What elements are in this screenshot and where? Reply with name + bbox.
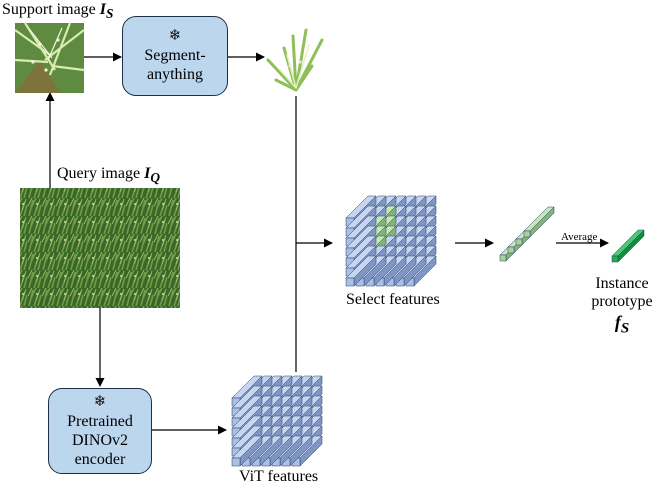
support-image-label-text: Support image	[2, 1, 100, 18]
select-features-label: Select features	[346, 291, 440, 308]
selected-feature-vectors	[499, 206, 555, 262]
instance-prototype-line2: prototype	[591, 293, 653, 310]
feature-cell	[345, 255, 377, 287]
segment-anything-line1: Segment-	[144, 47, 206, 64]
dinov2-encoder-box: ❄ Pretrained DINOv2 encoder	[48, 388, 152, 474]
instance-prototype-label: Instance prototype fS	[587, 275, 657, 338]
selected-vector	[523, 206, 555, 238]
support-image	[14, 22, 85, 93]
prototype-vector	[611, 229, 645, 263]
query-image	[20, 188, 180, 308]
snowflake-icon: ❄	[93, 391, 107, 410]
connector-lines	[45, 52, 609, 435]
instance-prototype-subscript: S	[620, 320, 630, 337]
segment-anything-line2: anything	[147, 66, 203, 83]
segmented-mask-image	[266, 28, 324, 92]
dinov2-line3: encoder	[74, 450, 126, 468]
vit-features-cube	[231, 375, 323, 467]
dinov2-line1: Pretrained	[67, 412, 133, 430]
segment-anything-box: ❄ Segment- anything	[122, 16, 228, 96]
feature-cell	[231, 435, 263, 467]
instance-prototype-bar	[611, 229, 645, 263]
query-image-symbol: I	[144, 165, 151, 182]
average-label: Average	[561, 231, 598, 243]
query-image-label: Query image IQ	[57, 165, 160, 187]
snowflake-icon: ❄	[168, 26, 182, 44]
dinov2-line2: DINOv2	[72, 431, 128, 449]
instance-prototype-line1: Instance	[595, 275, 649, 292]
support-image-symbol: I	[99, 1, 106, 18]
vit-features-label: ViT features	[239, 468, 319, 485]
support-image-subscript: S	[106, 6, 114, 22]
query-image-subscript: Q	[150, 170, 160, 186]
support-image-label: Support image IS	[2, 1, 113, 23]
query-image-label-text: Query image	[57, 165, 145, 182]
instance-prototype-symbol: f	[614, 312, 621, 332]
select-features-cube	[345, 195, 437, 287]
